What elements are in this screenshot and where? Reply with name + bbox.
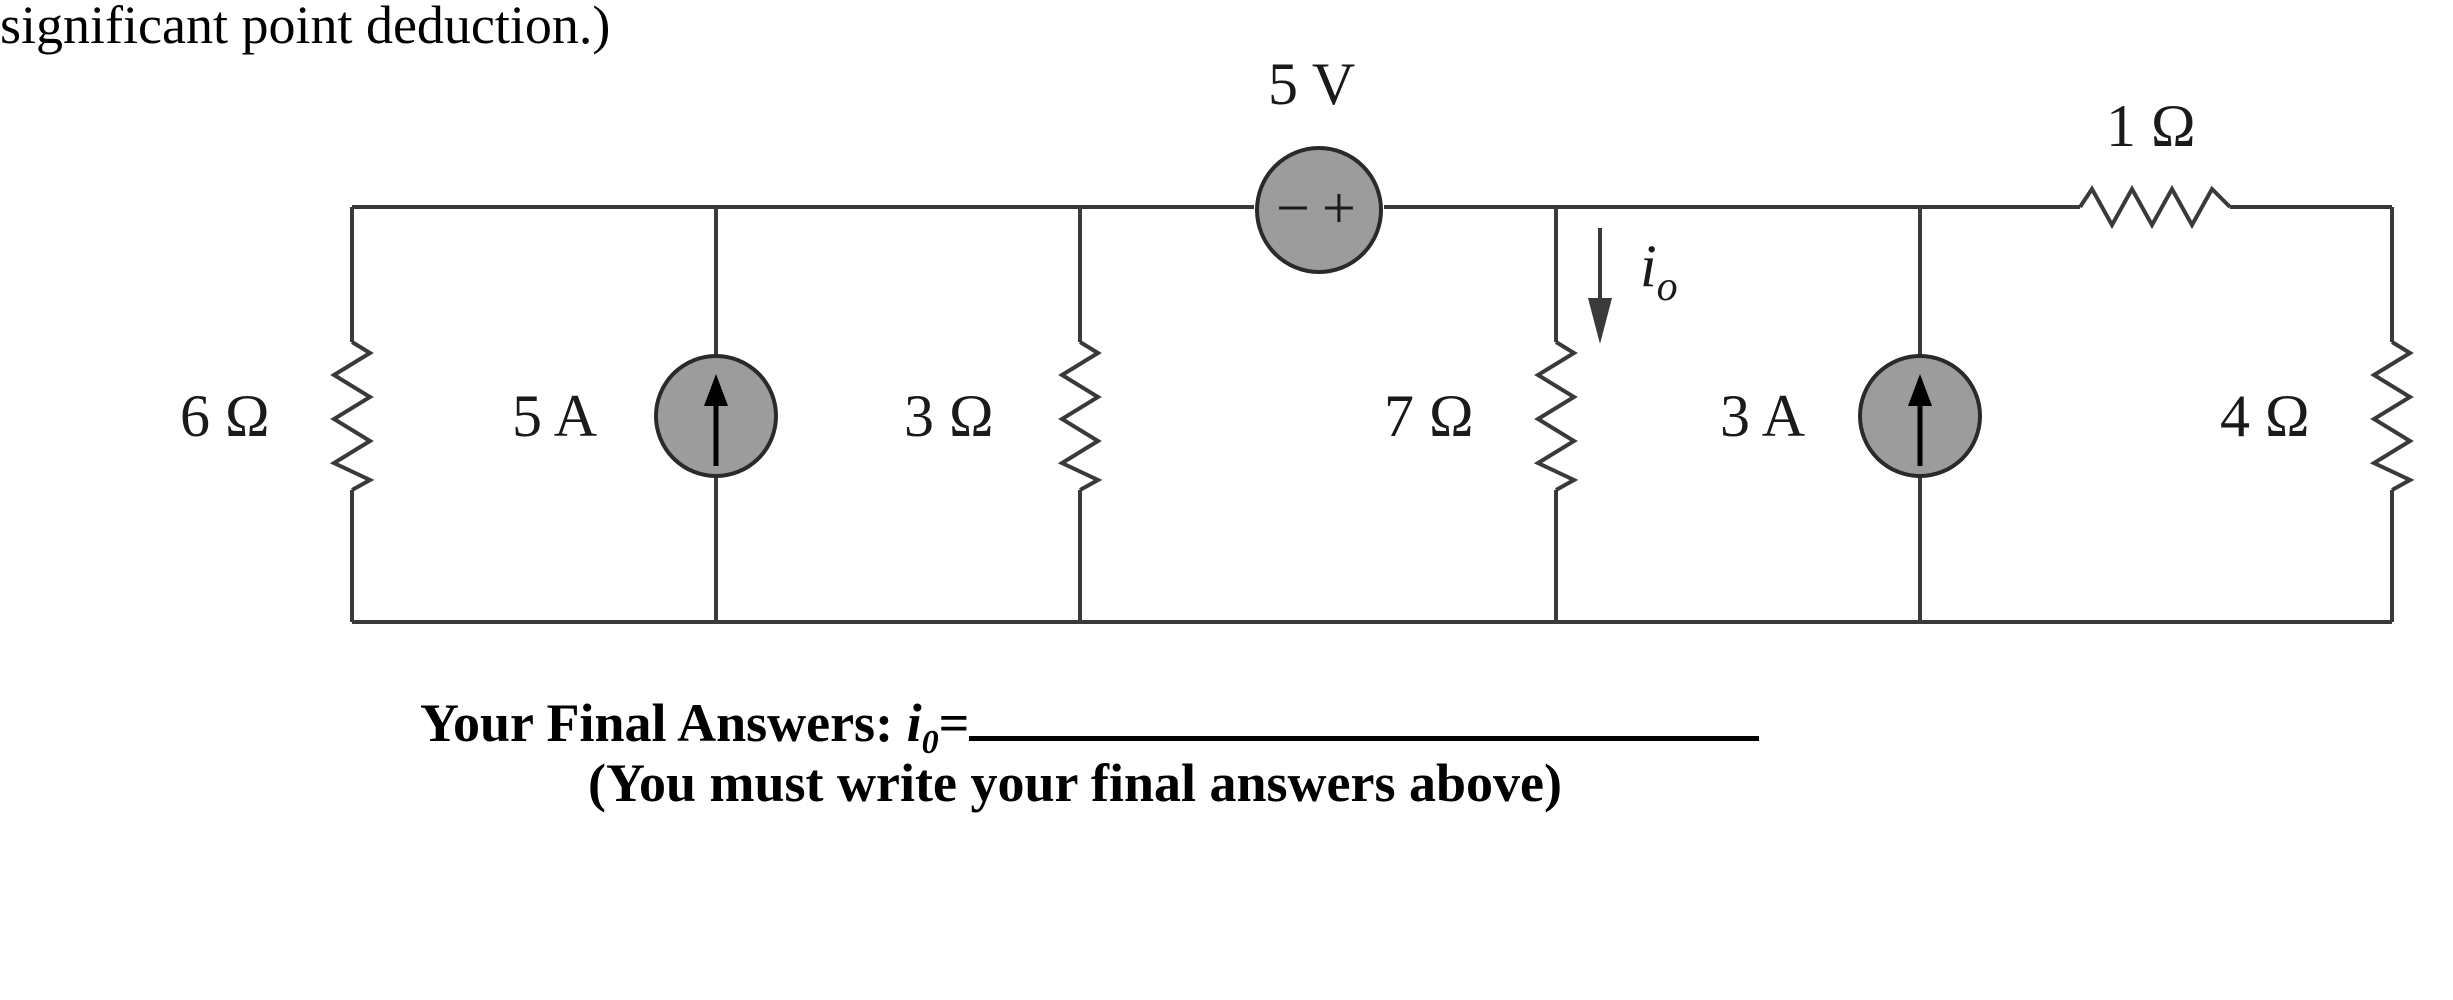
voltage-minus-sign: − [1276, 175, 1310, 241]
arrow-down-icon [1588, 298, 1612, 344]
resistor-1ohm [2078, 184, 2232, 230]
label-io-symbol: i [1640, 233, 1657, 299]
answer-equals: = [938, 693, 970, 753]
current-io-arrow [1588, 228, 1612, 344]
answer-variable: i [906, 693, 922, 753]
label-7ohm: 7 Ω [1384, 383, 1474, 449]
label-4ohm: 4 Ω [2220, 383, 2310, 449]
label-io-subscript: o [1657, 264, 1678, 310]
answer-prefix: Your Final Answers: [420, 693, 907, 753]
label-3ohm: 3 Ω [904, 383, 994, 449]
label-6ohm: 6 Ω [180, 383, 270, 449]
answer-note: (You must write your final answers above… [588, 753, 1562, 813]
resistor-6ohm [329, 340, 375, 492]
voltage-plus-sign: + [1322, 175, 1356, 241]
arrow-up-icon [704, 374, 728, 406]
arrow-up-icon [1908, 374, 1932, 406]
header-fragment: significant point deduction.) [0, 0, 611, 55]
current-source-3a [1858, 354, 1982, 478]
current-source-5a [654, 354, 778, 478]
resistor-3ohm [1057, 340, 1103, 492]
final-answer-line: Your Final Answers: i0= [420, 688, 1760, 762]
answer-variable-sub: 0 [921, 723, 939, 761]
label-5a: 5 A [512, 383, 597, 449]
label-3a: 3 A [1720, 383, 1805, 449]
resistor-7ohm [1533, 340, 1579, 492]
voltage-source-5v: − + [1255, 146, 1383, 274]
answer-blank-field[interactable] [969, 688, 1760, 741]
label-5v: 5 V [1268, 51, 1355, 117]
label-1ohm: 1 Ω [2106, 93, 2196, 159]
resistor-4ohm [2369, 340, 2415, 492]
label-io: io [1640, 233, 1678, 310]
